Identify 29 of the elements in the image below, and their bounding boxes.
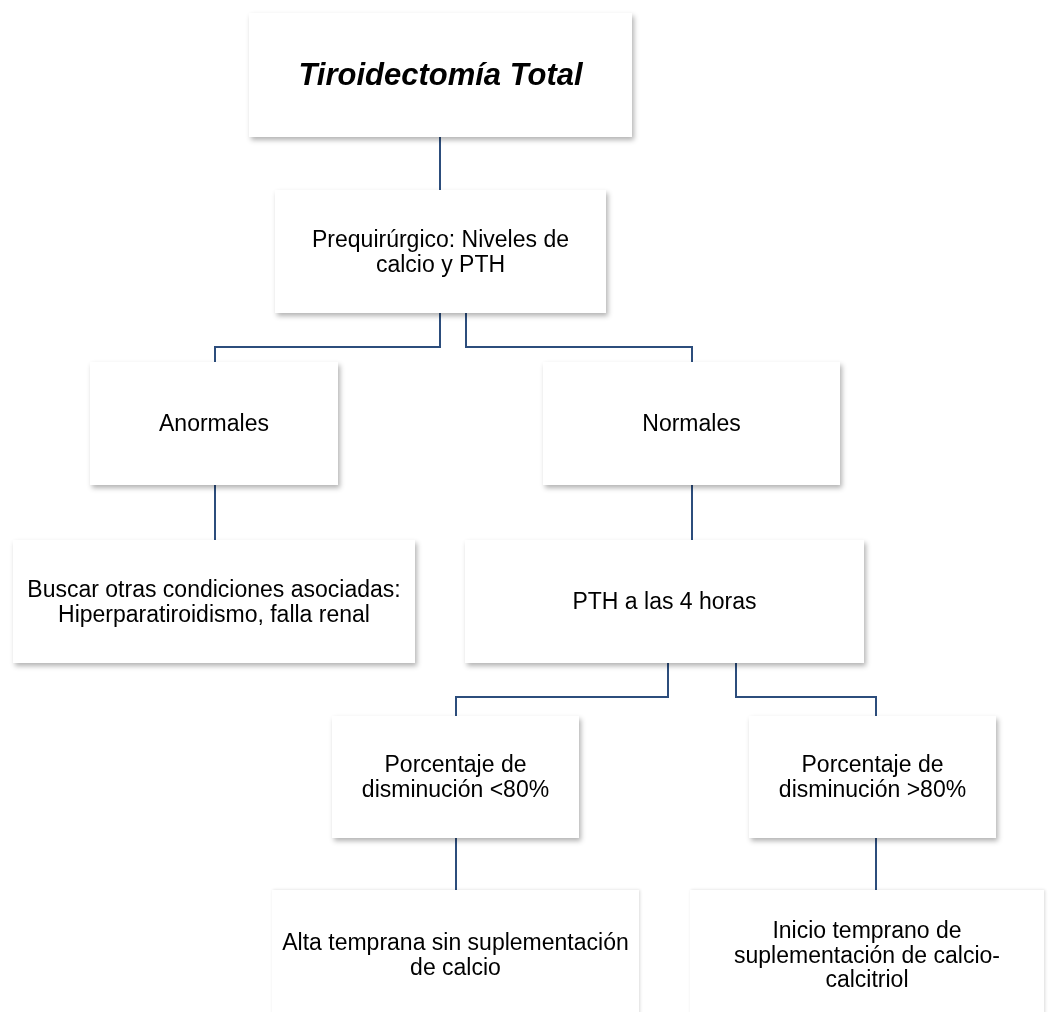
connector-line [465, 312, 693, 363]
box-text: Porcentaje de disminución <80% [360, 752, 551, 802]
box-text: Anormales [159, 411, 269, 436]
process-box [13, 540, 415, 663]
process-box [749, 716, 996, 838]
box-text: Porcentaje de disminución >80% [777, 752, 968, 802]
process-box [272, 890, 639, 1012]
connector-line [455, 837, 457, 891]
box-text: Normales [642, 411, 741, 436]
box-text: Alta temprana sin suplementación de calcio [282, 930, 629, 980]
connector-line [691, 484, 693, 541]
process-box [249, 13, 632, 137]
box-text: Inicio temprano de suplementación de calcio-calcitriol [733, 917, 1001, 993]
process-box [90, 362, 338, 485]
connector-line [455, 662, 669, 717]
box-text: PTH a las 4 horas [572, 589, 757, 614]
connector-line [875, 837, 877, 891]
process-box [275, 190, 606, 313]
process-box [690, 890, 1044, 1012]
process-box [465, 540, 864, 663]
box-text: Prequirúrgico: Niveles de calcio y PTH [311, 226, 570, 277]
connector-line [214, 312, 441, 363]
connector-line [214, 484, 216, 541]
process-box [332, 716, 579, 838]
connector-line [735, 662, 877, 717]
box-text: Tiroidectomía Total [298, 58, 583, 92]
box-text: Buscar otras condiciones asociadas: Hiperparatiroidismo, falla renal [26, 576, 402, 627]
process-box [543, 362, 840, 485]
connector-line [439, 136, 441, 191]
